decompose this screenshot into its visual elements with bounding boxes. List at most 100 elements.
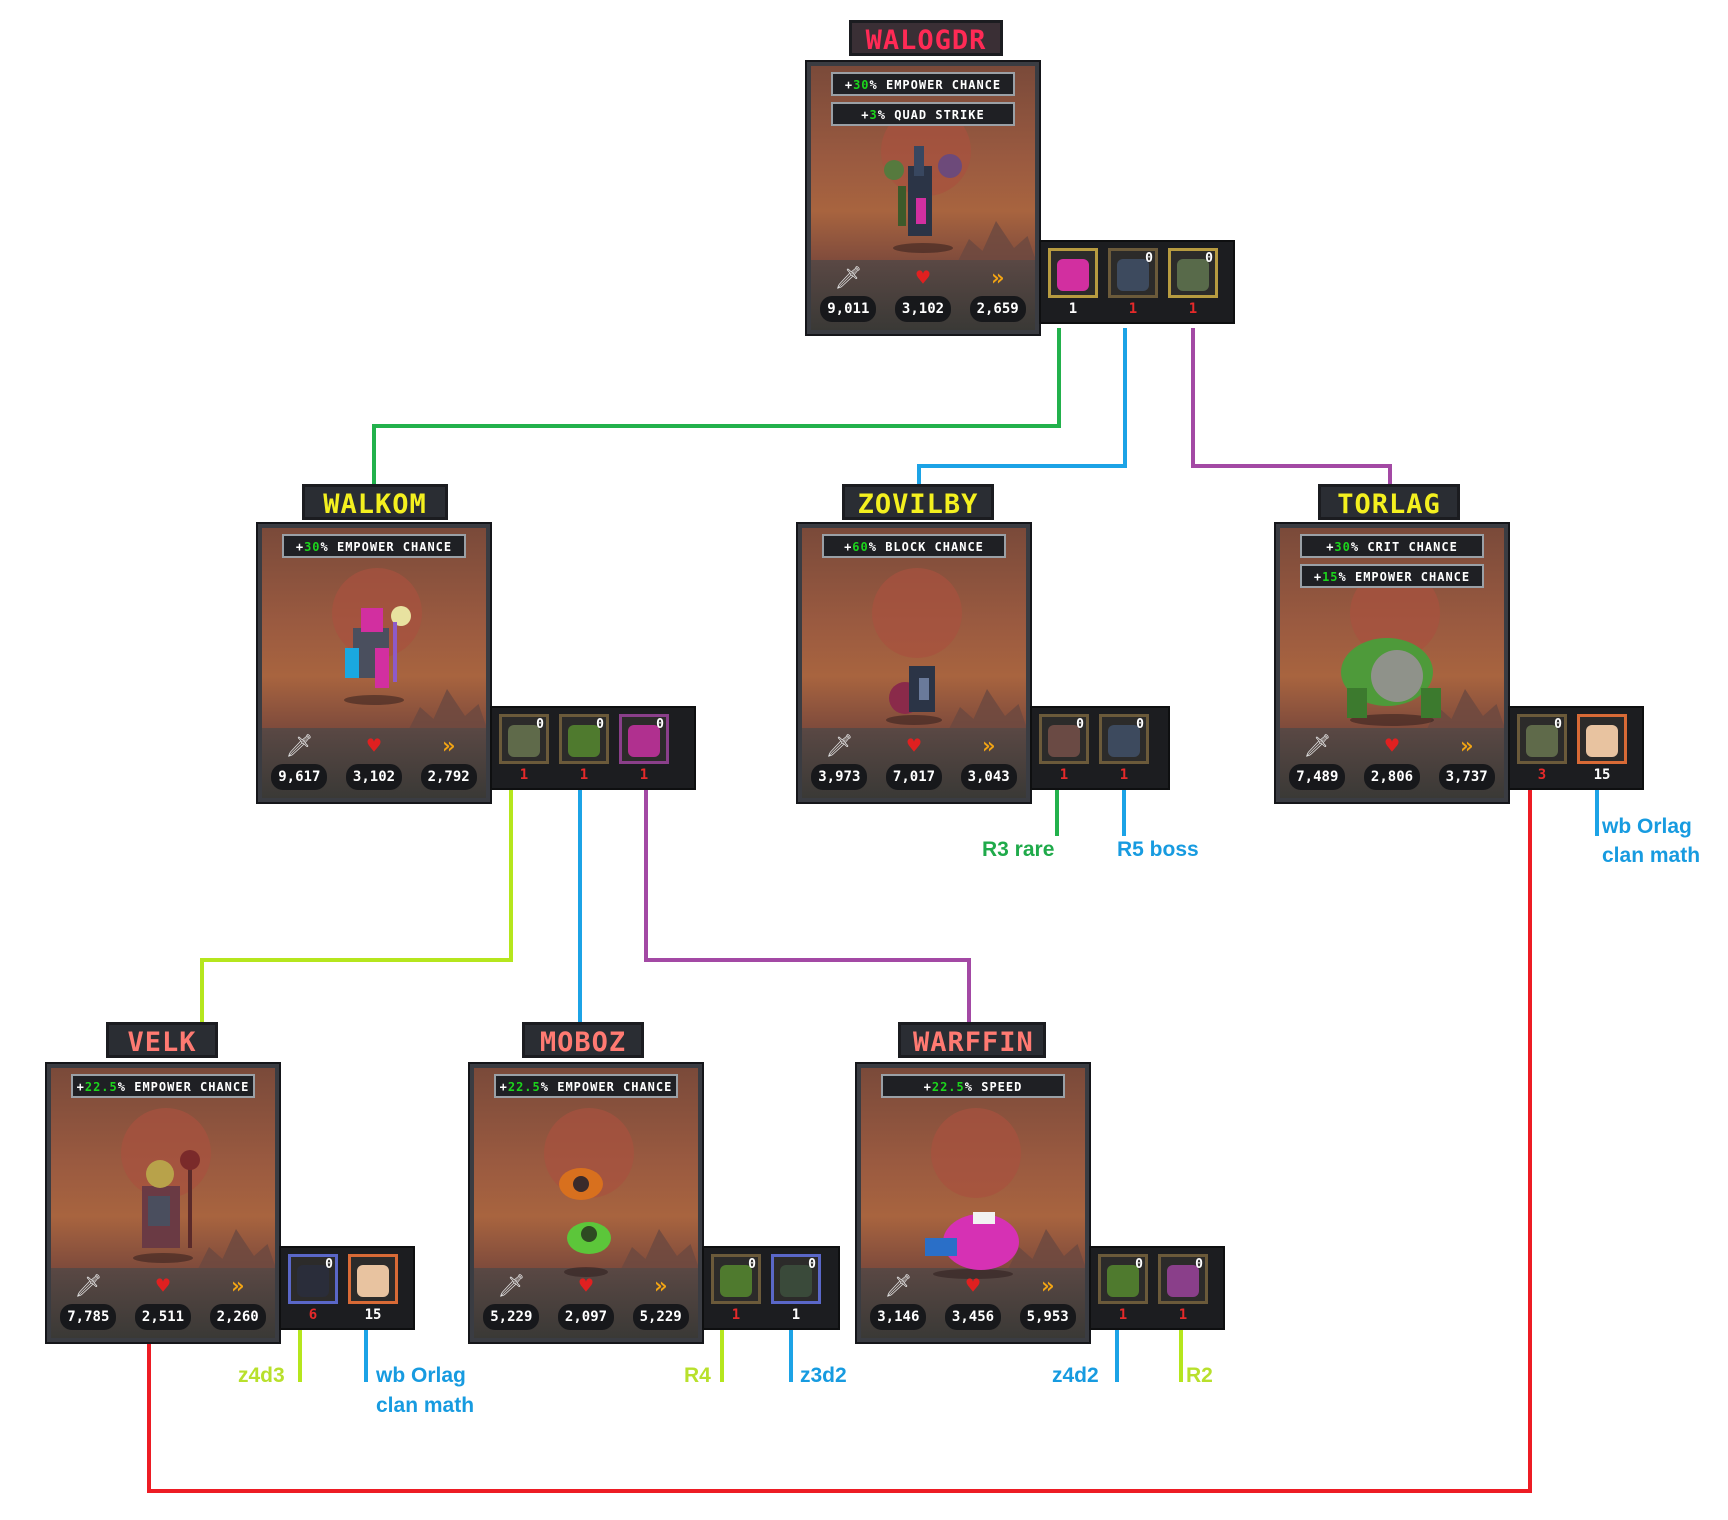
hero-sprite: [925, 1212, 1019, 1279]
hero-card-torlag[interactable]: +30% CRIT CHANCE +15% EMPOWER CHANCE 🗡7,…: [1274, 522, 1510, 804]
health-value: 7,017: [885, 764, 942, 790]
annotation-r5-boss: R5 boss: [1117, 838, 1199, 861]
attack-value: 3,973: [811, 764, 868, 790]
stat-row: 🗡7,785 ♥2,511 »2,260: [51, 1274, 275, 1330]
line-walogdr-walkom: [372, 328, 1061, 486]
hero-card-walogdr[interactable]: +30% EMPOWER CHANCE +3% QUAD STRIKE 🗡9,0…: [805, 60, 1041, 336]
attack-value: 5,229: [483, 1304, 540, 1330]
buff-list: +22.5% EMPOWER CHANCE: [474, 1068, 698, 1098]
hero-card-moboz[interactable]: +22.5% EMPOWER CHANCE 🗡5,229 ♥2,097 »5,2…: [468, 1062, 704, 1344]
stat-health: ♥2,806: [1361, 734, 1423, 790]
stat-attack: 🗡3,146: [867, 1274, 929, 1330]
buff-speed: +22.5% SPEED: [881, 1074, 1065, 1098]
rune-icon[interactable]: 0: [1099, 714, 1149, 764]
buff-list: +22.5% EMPOWER CHANCE: [51, 1068, 275, 1098]
rune-icon[interactable]: 0: [1098, 1254, 1148, 1304]
speed-value: 3,737: [1438, 764, 1495, 790]
speed-icon: »: [991, 266, 1005, 291]
rune-slot[interactable]: 15: [1576, 714, 1628, 788]
rune-slot[interactable]: 15: [347, 1254, 399, 1328]
speed-icon: »: [1041, 1274, 1055, 1299]
line-walogdr-zovilby: [917, 328, 1127, 486]
stat-speed: »5,953: [1017, 1274, 1079, 1330]
speed-icon: »: [982, 734, 996, 759]
rune-icon[interactable]: [1048, 248, 1098, 298]
hero-name-walkom: WALKOM: [302, 484, 448, 520]
sword-icon: 🗡: [285, 734, 314, 759]
buff-empower: +15% EMPOWER CHANCE: [1300, 564, 1484, 588]
annotation-wb-orlag: wb Orlag: [376, 1364, 466, 1387]
sword-icon: 🗡: [74, 1274, 103, 1299]
stat-speed: »2,659: [967, 266, 1029, 322]
hero-name-moboz: MOBOZ: [522, 1022, 644, 1058]
heart-icon: ♥: [156, 1274, 170, 1299]
sword-icon: 🗡: [884, 1274, 913, 1299]
health-value: 3,456: [944, 1304, 1001, 1330]
rune-count: 1: [519, 767, 529, 783]
stat-attack: 🗡3,973: [808, 734, 870, 790]
rune-icon[interactable]: 0: [288, 1254, 338, 1304]
buff-list: +30% EMPOWER CHANCE: [262, 528, 486, 558]
hero-name-velk: VELK: [106, 1022, 218, 1058]
rune-count: 1: [1188, 301, 1198, 317]
buff-empower: +30% EMPOWER CHANCE: [831, 72, 1015, 96]
rune-icon[interactable]: 0: [499, 714, 549, 764]
hero-sprite: [559, 1168, 611, 1277]
rune-icon[interactable]: [1577, 714, 1627, 764]
hero-card-warffin[interactable]: +22.5% SPEED 🗡3,146 ♥3,456 »5,953: [855, 1062, 1091, 1344]
hero-card-walkom[interactable]: +30% EMPOWER CHANCE 🗡9,617 ♥3,102 »2,792: [256, 522, 492, 804]
rune-icon[interactable]: 0: [711, 1254, 761, 1304]
rune-slot[interactable]: 1: [1047, 248, 1099, 322]
rune-icon[interactable]: 0: [1158, 1254, 1208, 1304]
rune-icon[interactable]: 0: [1517, 714, 1567, 764]
buff-crit: +30% CRIT CHANCE: [1300, 534, 1484, 558]
rune-count: 1: [1119, 767, 1129, 783]
line-walogdr-torlag: [1191, 328, 1392, 486]
rune-icon[interactable]: 0: [1108, 248, 1158, 298]
rune-icon[interactable]: 0: [771, 1254, 821, 1304]
attack-value: 9,011: [820, 296, 877, 322]
heart-icon: ♥: [367, 734, 381, 759]
hero-card-zovilby[interactable]: +60% BLOCK CHANCE 🗡3,973 ♥7,017 »3,043: [796, 522, 1032, 804]
heart-icon: ♥: [1385, 734, 1399, 759]
hero-name-torlag: TORLAG: [1318, 484, 1460, 520]
stat-row: 🗡7,489 ♥2,806 »3,737: [1280, 734, 1504, 790]
stat-speed: »3,737: [1436, 734, 1498, 790]
health-value: 3,102: [345, 764, 402, 790]
rune-icon[interactable]: [348, 1254, 398, 1304]
rune-icon[interactable]: 0: [559, 714, 609, 764]
annotation-r3-rare: R3 rare: [982, 838, 1055, 861]
hero-name-zovilby: ZOVILBY: [842, 484, 994, 520]
annotation-wb-orlag: wb Orlag: [1602, 815, 1692, 838]
stat-row: 🗡3,973 ♥7,017 »3,043: [802, 734, 1026, 790]
rune-icon[interactable]: 0: [619, 714, 669, 764]
buff-quad-strike: +3% QUAD STRIKE: [831, 102, 1015, 126]
hero-sprite: [133, 1150, 200, 1263]
buff-block: +60% BLOCK CHANCE: [822, 534, 1006, 558]
buff-list: +22.5% SPEED: [861, 1068, 1085, 1098]
stat-health: ♥2,097: [555, 1274, 617, 1330]
heart-icon: ♥: [907, 734, 921, 759]
rune-icon[interactable]: 0: [1039, 714, 1089, 764]
rune-icon[interactable]: 0: [1168, 248, 1218, 298]
hero-card-velk[interactable]: +22.5% EMPOWER CHANCE 🗡7,785 ♥2,511 »2,2…: [45, 1062, 281, 1344]
annotation-z3d2: z3d2: [800, 1364, 847, 1387]
